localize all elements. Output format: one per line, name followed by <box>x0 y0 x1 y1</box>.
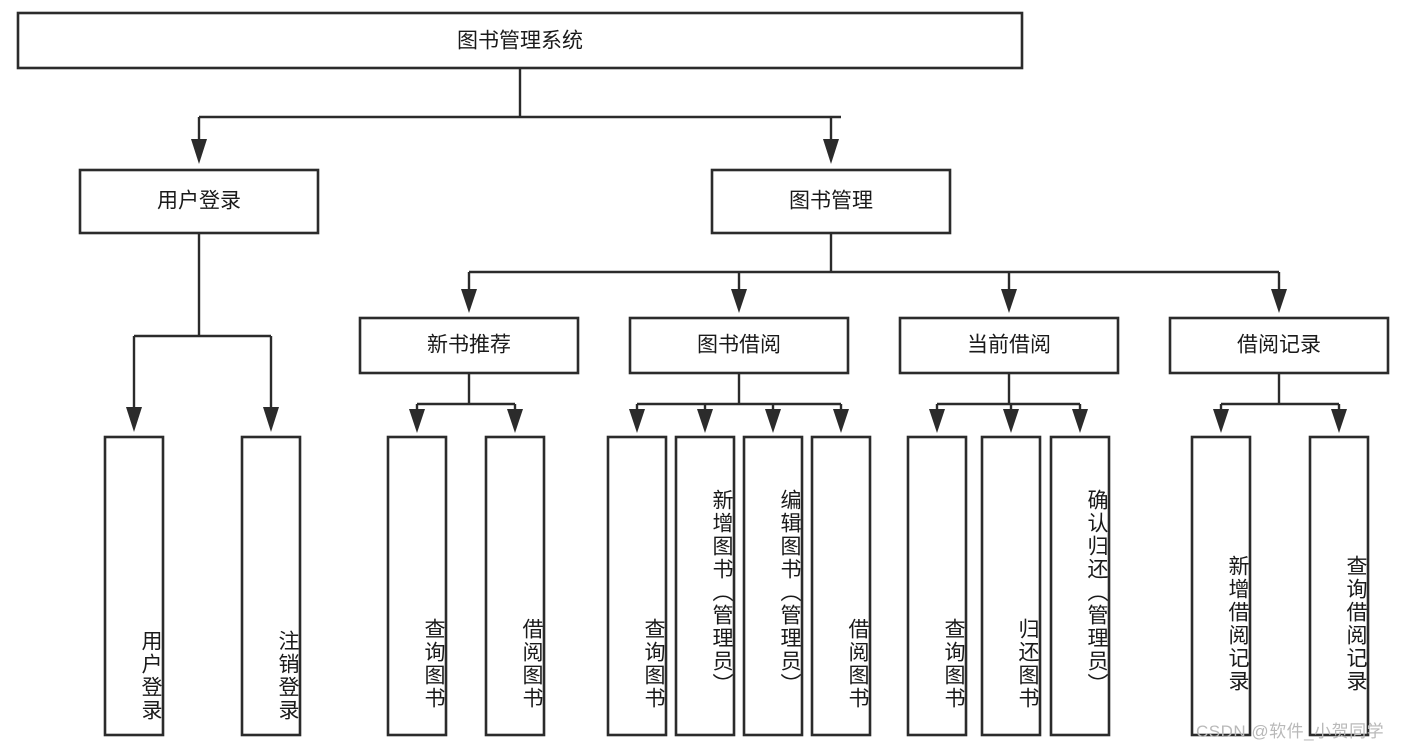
node-leaf-return-book[interactable] <box>980 435 1042 737</box>
node-leaf-query-book-2[interactable] <box>606 435 668 737</box>
node-current-borrow[interactable] <box>898 316 1120 375</box>
node-leaf-edit-book[interactable] <box>742 435 804 737</box>
arrowhead-leaf-edit-book <box>765 409 781 433</box>
node-new-book-rec-label: 新书推荐 <box>427 334 511 357</box>
arrowhead-leaf-confirm-return <box>1072 409 1088 433</box>
arrowhead-leaf-logout <box>263 407 279 432</box>
node-book-borrow-label: 图书借阅 <box>697 334 781 357</box>
arrowhead-leaf-query-book-2 <box>629 409 645 433</box>
node-user-login[interactable] <box>78 168 320 235</box>
arrowhead-leaf-query-book-3 <box>929 409 945 433</box>
node-root-label: 图书管理系统 <box>457 30 583 53</box>
node-user-login-label: 用户登录 <box>157 190 241 213</box>
arrowhead-leaf-add-book <box>697 409 713 433</box>
csdn-watermark: CSDN @软件_小贺同学 <box>1196 722 1385 741</box>
arrowhead-user-login <box>191 139 207 164</box>
arrowhead-leaf-borrow-book-2 <box>833 409 849 433</box>
node-leaf-borrow-book-1[interactable] <box>484 435 546 737</box>
connector-layer <box>126 68 1347 433</box>
node-new-book-rec[interactable] <box>358 316 580 375</box>
node-borrow-record[interactable] <box>1168 316 1390 375</box>
arrowhead-leaf-add-record <box>1213 409 1229 433</box>
node-current-borrow-label: 当前借阅 <box>967 334 1051 357</box>
node-leaf-user-login[interactable] <box>103 435 165 737</box>
node-leaf-query-book-3[interactable] <box>906 435 968 737</box>
node-leaf-query-record[interactable] <box>1308 435 1370 737</box>
arrowhead-leaf-borrow-book-1 <box>507 409 523 433</box>
arrowhead-leaf-query-record <box>1331 409 1347 433</box>
node-layer: 图书管理系统 用户登录 图书管理 新书推荐 图书借阅 当前借阅 借阅记录 <box>16 11 1390 737</box>
node-book-manage[interactable] <box>710 168 952 235</box>
arrowhead-leaf-query-book-1 <box>409 409 425 433</box>
node-leaf-query-book-1[interactable] <box>386 435 448 737</box>
node-leaf-confirm-return[interactable] <box>1049 435 1111 737</box>
node-borrow-record-label: 借阅记录 <box>1237 334 1321 357</box>
node-book-manage-label: 图书管理 <box>789 190 873 213</box>
arrowhead-new-book-rec <box>461 289 477 313</box>
arrowhead-book-manage <box>823 139 839 164</box>
arrowhead-borrow-record <box>1271 289 1287 313</box>
arrowhead-book-borrow <box>731 289 747 313</box>
node-root[interactable] <box>16 11 1024 70</box>
node-book-borrow[interactable] <box>628 316 850 375</box>
arrowhead-leaf-user-login <box>126 407 142 432</box>
arrowhead-current-borrow <box>1001 289 1017 313</box>
node-leaf-add-record[interactable] <box>1190 435 1252 737</box>
node-leaf-add-book[interactable] <box>674 435 736 737</box>
arrowhead-leaf-return-book <box>1003 409 1019 433</box>
node-leaf-logout[interactable] <box>240 435 302 737</box>
node-leaf-borrow-book-2[interactable] <box>810 435 872 737</box>
